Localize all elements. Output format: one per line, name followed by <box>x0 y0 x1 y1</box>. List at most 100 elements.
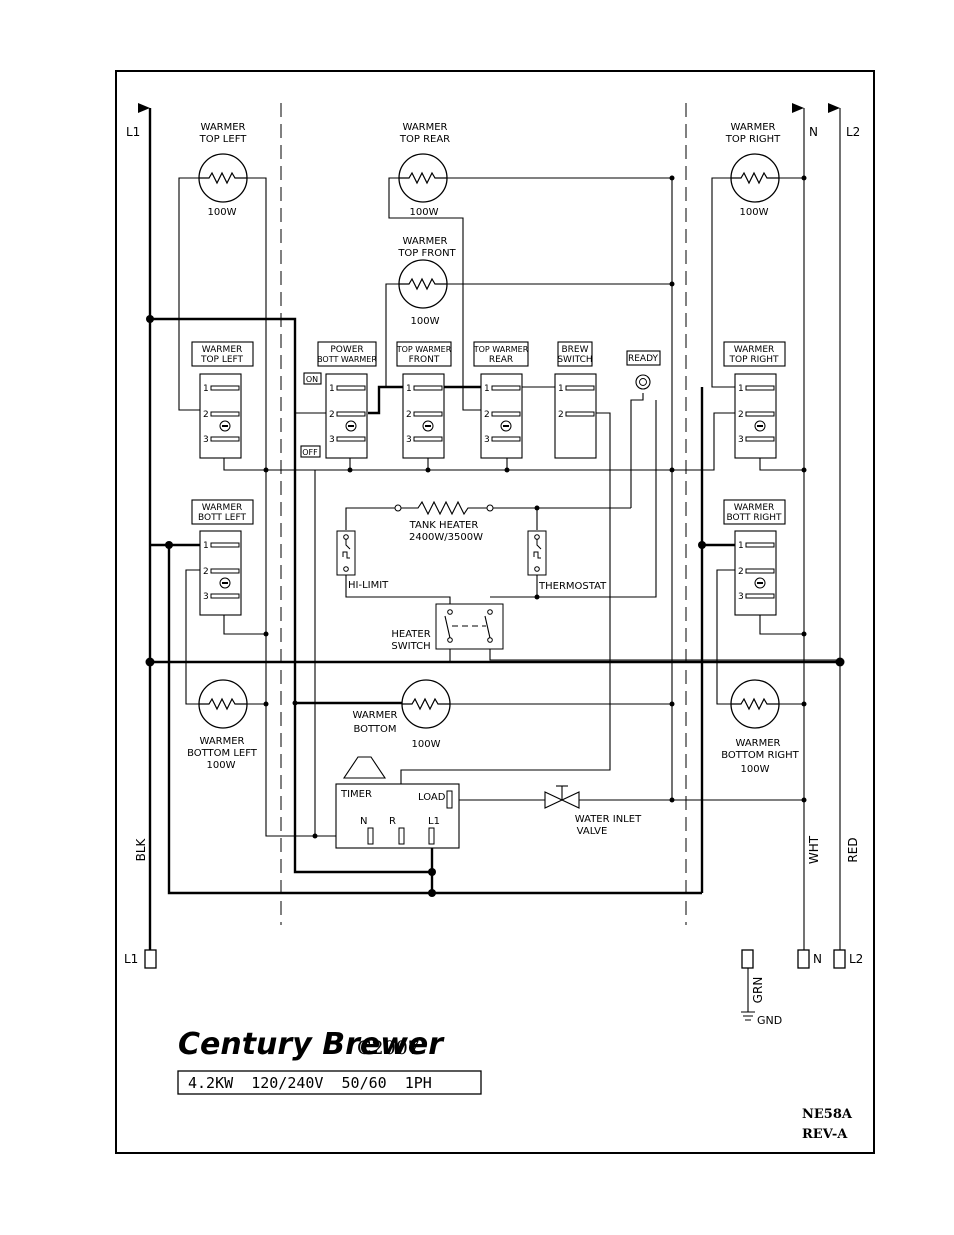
brand-name: Century Brewer <box>178 1027 445 1062</box>
switch-top-rear-label-1: TOP WARMER <box>473 345 529 354</box>
warmer-top-right-watts: 100W <box>740 207 769 218</box>
warmer-top-rear: WARMER TOP REAR 100W <box>398 122 450 218</box>
switch-bott-left-label-2: BOTT LEFT <box>198 513 247 523</box>
switch-top-rear-label-2: REAR <box>489 355 513 365</box>
drawing-border <box>115 70 875 1154</box>
blk-wire-label: BLK <box>134 837 148 861</box>
warmer-bottom-right: WARMER BOTTOM RIGHT 100W <box>721 679 800 775</box>
warmer-bottom-left: WARMER BOTTOM LEFT 100W <box>187 679 258 771</box>
warmer-top-front-label-2: TOP FRONT <box>397 248 456 259</box>
switch-top-left-label-1: WARMER <box>202 345 243 355</box>
terminal-number: 3 <box>738 592 744 602</box>
warmer-top-left-label-2: TOP LEFT <box>199 134 248 145</box>
red-wire-label: RED <box>846 837 860 862</box>
tank-heater: TANK HEATER 2400W/3500W <box>394 500 494 543</box>
terminal-number: 3 <box>329 435 335 445</box>
line-labels: L1 N L2 BLK WHT RED <box>126 125 860 864</box>
switch-labels: WARMER TOP LEFT POWER BOTT WARMER TOP WA… <box>191 341 786 525</box>
warmer-bottom-right-watts: 100W <box>741 764 770 775</box>
switch-bott-right-label-1: WARMER <box>734 503 775 513</box>
timer-title: TIMER <box>340 789 372 800</box>
water-inlet-valve: WATER INLET VALVE <box>544 785 642 837</box>
terminal-number: 3 <box>406 435 412 445</box>
warmer-bottom-label-2: BOTTOM <box>353 724 396 735</box>
warmer-bottom-watts: 100W <box>412 739 441 750</box>
dashed-partitions <box>280 103 687 925</box>
timer: TIMER LOAD N R L1 <box>335 756 460 849</box>
l2-top-label: L2 <box>846 125 860 139</box>
warmer-top-rear-watts: 100W <box>410 207 439 218</box>
tank-heater-label-2: 2400W/3500W <box>409 532 483 543</box>
warmer-top-rear-label-1: WARMER <box>402 122 447 133</box>
ready-light <box>635 374 651 390</box>
ready-light-label: READY <box>628 354 659 364</box>
warmer-bottom-left-label-1: WARMER <box>199 736 244 747</box>
timer-r-label: R <box>389 816 396 827</box>
thermostat: THERMOSTAT <box>527 530 607 592</box>
switch-top-right-label-2: TOP RIGHT <box>728 355 779 365</box>
heater-switch: HEATER SWITCH <box>391 603 504 652</box>
electrical-rating: 4.2KW 120/240V 50/60 1PH <box>188 1074 432 1092</box>
switch-top-front-label-1: TOP WARMER <box>396 345 452 354</box>
warmer-top-left: WARMER TOP LEFT 100W <box>198 122 248 218</box>
warmer-top-right-label-1: WARMER <box>730 122 775 133</box>
off-tag: OFF <box>302 448 318 457</box>
warmer-top-right: WARMER TOP RIGHT 100W <box>725 122 781 218</box>
model-number: C2007 <box>357 1037 420 1059</box>
grn-wire-label: GRN <box>751 977 765 1004</box>
switch-bott-right-label-2: BOTT RIGHT <box>727 513 782 523</box>
terminal-number: 2 <box>203 567 209 577</box>
terminal-number: 2 <box>484 410 490 420</box>
switch-power-label-2: BOTT WARMER <box>317 355 377 364</box>
terminal-number: 1 <box>484 384 490 394</box>
warmer-top-rear-label-2: TOP REAR <box>399 134 450 145</box>
hi-limit: HI-LIMIT <box>336 530 389 591</box>
warmer-bottom: WARMER BOTTOM 100W <box>352 679 451 750</box>
switch-terminal-numbers: 1 2 3 1 2 3 1 2 3 1 2 3 1 2 1 2 3 1 2 3 … <box>203 384 744 602</box>
switch-top-front-label-2: FRONT <box>409 355 440 365</box>
hi-limit-label: HI-LIMIT <box>348 580 389 591</box>
timer-n-label: N <box>360 816 367 827</box>
terminal-number: 3 <box>203 435 209 445</box>
junction-dots <box>145 175 845 897</box>
terminal-number: 1 <box>558 384 564 394</box>
warmer-top-left-label-1: WARMER <box>200 122 245 133</box>
warmer-top-left-watts: 100W <box>208 207 237 218</box>
terminal-number: 2 <box>558 410 564 420</box>
terminal-number: 3 <box>738 435 744 445</box>
switch-top-left-label-2: TOP LEFT <box>200 355 244 365</box>
l1-top-label: L1 <box>126 125 140 139</box>
warmer-top-right-label-2: TOP RIGHT <box>725 134 781 145</box>
warmer-bottom-left-watts: 100W <box>207 760 236 771</box>
terminal-number: 1 <box>738 384 744 394</box>
terminal-number: 2 <box>406 410 412 420</box>
terminal-number: 1 <box>329 384 335 394</box>
tank-heater-label-1: TANK HEATER <box>409 520 479 531</box>
heater-switch-label-2: SWITCH <box>391 641 430 652</box>
water-inlet-valve-label-1: WATER INLET <box>575 814 642 825</box>
switch-brew-label-1: BREW <box>561 345 588 355</box>
warmer-bottom-right-label-1: WARMER <box>735 738 780 749</box>
water-inlet-valve-label-2: VALVE <box>577 826 608 837</box>
thermostat-label: THERMOSTAT <box>538 581 607 592</box>
switch-power-label-1: POWER <box>330 345 363 355</box>
title-block: Century Brewer C2007 4.2KW 120/240V 50/6… <box>177 1027 853 1142</box>
terminal-number: 3 <box>484 435 490 445</box>
bottom-terminals: L1 N L2 GRN GND <box>124 949 863 1027</box>
warmer-bottom-label-1: WARMER <box>352 710 397 721</box>
warmer-bottom-right-label-2: BOTTOM RIGHT <box>721 750 799 761</box>
terminal-number: 1 <box>203 384 209 394</box>
n-terminal-label: N <box>813 952 822 966</box>
terminal-number: 2 <box>329 410 335 420</box>
timer-l1-label: L1 <box>428 816 440 827</box>
n-top-label: N <box>809 125 818 139</box>
drawing-number: NE58A <box>802 1107 853 1122</box>
warmer-top-front-watts: 100W <box>411 316 440 327</box>
on-tag: ON <box>306 375 318 384</box>
switch-bott-left-label-1: WARMER <box>202 503 243 513</box>
l1-terminal-label: L1 <box>124 952 138 966</box>
l2-terminal-label: L2 <box>849 952 863 966</box>
terminal-number: 3 <box>203 592 209 602</box>
switch-brew-label-2: SWITCH <box>557 355 592 365</box>
